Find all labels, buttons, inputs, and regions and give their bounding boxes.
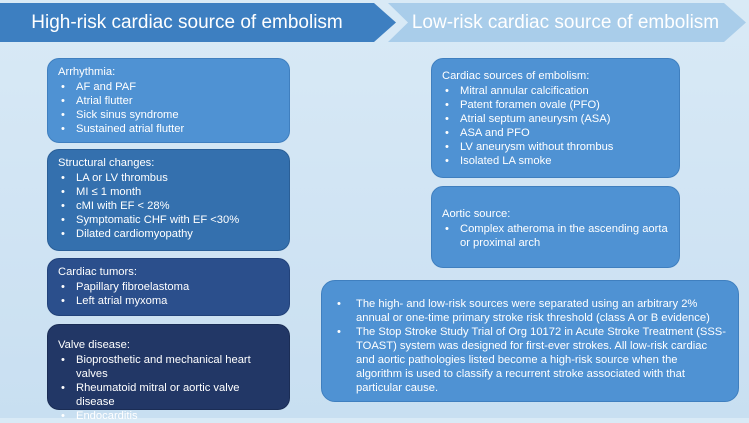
high-risk-header-label: High-risk cardiac source of embolism (31, 12, 343, 33)
list-item: LV aneurysm without thrombus (442, 140, 669, 154)
cardiac-tumors-list: Papillary fibroelastoma Left atrial myxo… (58, 280, 279, 308)
arrhythmia-box: Arrhythmia: AF and PAF Atrial flutter Si… (47, 58, 290, 143)
arrhythmia-title: Arrhythmia: (58, 66, 116, 78)
structural-changes-box: Structural changes: LA or LV thrombus MI… (47, 149, 290, 251)
list-item: Sick sinus syndrome (58, 108, 279, 122)
cardiac-tumors-box: Cardiac tumors: Papillary fibroelastoma … (47, 258, 290, 316)
structural-changes-title: Structural changes: (58, 157, 155, 169)
notes-box: The high- and low-risk sources were sepa… (321, 280, 739, 402)
list-item: Atrial septum aneurysm (ASA) (442, 112, 669, 126)
structural-changes-list: LA or LV thrombus MI ≤ 1 month cMI with … (58, 171, 279, 241)
list-item: MI ≤ 1 month (58, 185, 279, 199)
aortic-source-box: Aortic source: Complex atheroma in the a… (431, 186, 680, 268)
list-item: Mitral annular calcification (442, 84, 669, 98)
list-item: ASA and PFO (442, 126, 669, 140)
aortic-source-list: Complex atheroma in the ascending aorta … (442, 222, 669, 250)
note-item: The high- and low-risk sources were sepa… (334, 297, 726, 325)
valve-disease-list: Bioprosthetic and mechanical heart valve… (58, 353, 279, 423)
cardiac-sources-list: Mitral annular calcification Patent fora… (442, 84, 669, 168)
list-item: Symptomatic CHF with EF <30% (58, 213, 279, 227)
list-item: Left atrial myxoma (58, 294, 279, 308)
notes-list: The high- and low-risk sources were sepa… (334, 297, 726, 395)
valve-disease-box: Valve disease: Bioprosthetic and mechani… (47, 324, 290, 423)
aortic-source-title: Aortic source: (442, 208, 511, 220)
list-item: Patent foramen ovale (PFO) (442, 98, 669, 112)
cardiac-sources-title: Cardiac sources of embolism: (442, 70, 590, 82)
list-item: AF and PAF (58, 80, 279, 94)
cardiac-tumors-title: Cardiac tumors: (58, 266, 137, 278)
list-item: Dilated cardiomyopathy (58, 227, 279, 241)
low-risk-header: Low-risk cardiac source of embolism (388, 3, 749, 42)
list-item: Papillary fibroelastoma (58, 280, 279, 294)
list-item: Bioprosthetic and mechanical heart valve… (58, 353, 279, 381)
list-item: Atrial flutter (58, 94, 279, 108)
list-item: Endocarditis (58, 409, 279, 423)
list-item: Sustained atrial flutter (58, 122, 279, 136)
note-item: The Stop Stroke Study Trial of Org 10172… (334, 325, 726, 395)
list-item: Rheumatoid mitral or aortic valve diseas… (58, 381, 279, 409)
high-risk-chevron-shape (0, 3, 396, 42)
low-risk-header-label: Low-risk cardiac source of embolism (411, 12, 720, 33)
cardiac-sources-box: Cardiac sources of embolism: Mitral annu… (431, 58, 680, 178)
arrhythmia-list: AF and PAF Atrial flutter Sick sinus syn… (58, 80, 279, 136)
list-item: LA or LV thrombus (58, 171, 279, 185)
list-item: Complex atheroma in the ascending aorta … (442, 222, 669, 250)
high-risk-header: High-risk cardiac source of embolism (0, 3, 398, 42)
list-item: cMI with EF < 28% (58, 199, 279, 213)
valve-disease-title: Valve disease: (58, 339, 130, 351)
list-item: Isolated LA smoke (442, 154, 669, 168)
low-risk-chevron-shape (388, 3, 746, 42)
